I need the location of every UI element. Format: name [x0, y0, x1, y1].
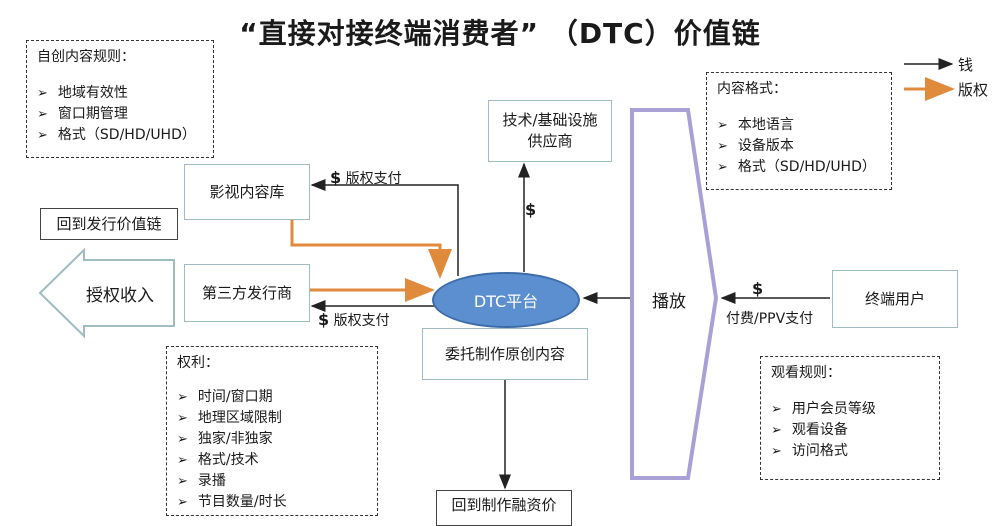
- back-financing-node: 回到制作融资价: [436, 490, 572, 526]
- format-heading: 内容格式：: [717, 81, 787, 97]
- rights-heading: 权利：: [177, 355, 219, 371]
- content-library-node: 影视内容库: [184, 164, 310, 220]
- payment-label: 付费/PPV支付: [726, 311, 814, 327]
- list-item: 用户会员等级: [771, 399, 929, 420]
- rules-heading: 自创内容规则：: [37, 49, 135, 65]
- play-label: 播放: [652, 292, 686, 312]
- viewing-list: 用户会员等级 观看设备 访问格式: [771, 399, 929, 462]
- format-box: 内容格式： 本地语言 设备版本 格式（SD/HD/UHD）: [706, 72, 892, 190]
- list-item: 地域有效性: [37, 83, 203, 104]
- dtc-platform-node: DTC平台: [432, 272, 580, 328]
- rules-box: 自创内容规则： 地域有效性 窗口期管理 格式（SD/HD/UHD）: [26, 40, 214, 158]
- connector-layer: [38, 58, 955, 490]
- format-list: 本地语言 设备版本 格式（SD/HD/UHD）: [717, 115, 881, 178]
- end-user-node: 终端用户: [832, 270, 958, 328]
- tech-supplier-node: 技术/基础设施 供应商: [488, 100, 612, 162]
- page-title: “直接对接终端消费者” （DTC）价值链: [239, 17, 761, 50]
- rights-box: 权利： 时间/窗口期 地理区域限制 独家/非独家 格式/技术 录播 节目数量/时…: [166, 346, 378, 516]
- list-item: 地理区域限制: [177, 408, 367, 429]
- list-item: 时间/窗口期: [177, 387, 367, 408]
- viewing-box: 观看规则： 用户会员等级 观看设备 访问格式: [760, 356, 940, 480]
- list-item: 窗口期管理: [37, 104, 203, 125]
- list-item: 设备版本: [717, 136, 881, 157]
- license-income-arrow: [38, 247, 175, 339]
- commission-node: 委托制作原创内容: [422, 328, 588, 380]
- legend-rights-label: 版权: [958, 81, 989, 99]
- royalty-top-label: $ 版权支付: [330, 168, 402, 188]
- royalty-bottom-text: 版权支付: [333, 313, 390, 329]
- royalty-bottom-label: $ 版权支付: [318, 310, 390, 330]
- list-item: 本地语言: [717, 115, 881, 136]
- list-item: 格式（SD/HD/UHD）: [37, 125, 203, 146]
- rights-list: 时间/窗口期 地理区域限制 独家/非独家 格式/技术 录播 节目数量/时长: [177, 387, 367, 513]
- dollar-sign: $: [318, 310, 330, 329]
- third-party-node: 第三方发行商: [184, 264, 310, 322]
- arrow-dtc-to-library: [310, 179, 459, 276]
- list-item: 格式/技术: [177, 450, 367, 471]
- list-item: 独家/非独家: [177, 429, 367, 450]
- list-item: 格式（SD/HD/UHD）: [717, 157, 881, 178]
- payment-dollar-label: $: [752, 279, 764, 298]
- play-shape: [630, 108, 719, 480]
- legend-money-label: 钱: [958, 56, 974, 74]
- list-item: 录播: [177, 471, 367, 492]
- list-item: 访问格式: [771, 441, 929, 462]
- arrow-library-to-dtc: [290, 205, 452, 279]
- license-income-label: 授权收入: [86, 286, 154, 306]
- list-item: 观看设备: [771, 420, 929, 441]
- dollar-sign: $: [330, 168, 342, 187]
- rules-list: 地域有效性 窗口期管理 格式（SD/HD/UHD）: [37, 83, 203, 146]
- viewing-heading: 观看规则：: [771, 365, 841, 381]
- royalty-top-text: 版权支付: [345, 171, 402, 187]
- list-item: 节目数量/时长: [177, 492, 367, 513]
- tech-dollar-label: $: [525, 200, 537, 219]
- back-distribution-node: 回到发行价值链: [40, 208, 178, 240]
